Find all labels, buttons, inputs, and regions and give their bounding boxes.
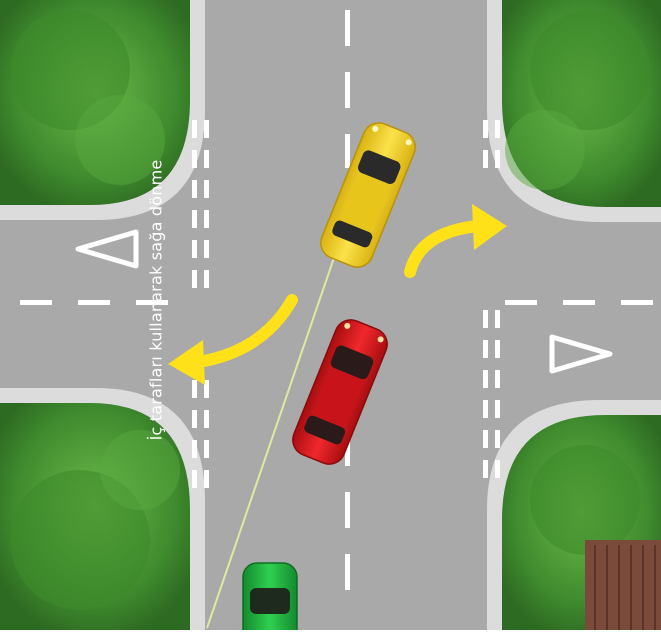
house-roof — [585, 540, 661, 630]
corner-top-left — [0, 0, 205, 220]
green-car — [243, 563, 297, 630]
corner-top-right — [487, 0, 661, 222]
corner-bottom-right — [487, 400, 661, 630]
corner-bottom-left — [0, 388, 205, 630]
caption-text: İç tarafları kullanarak sağa dönme — [147, 160, 166, 441]
